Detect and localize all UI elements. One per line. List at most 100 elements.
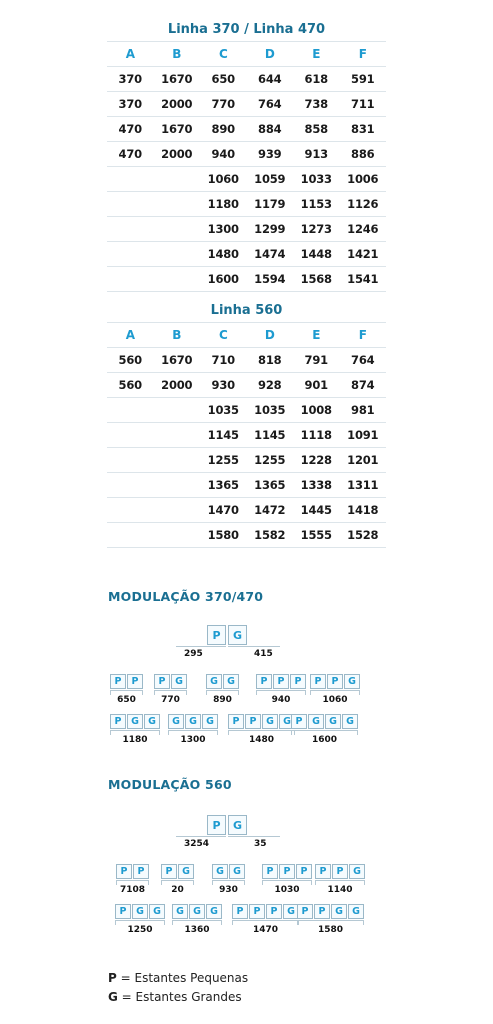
- table-cell: 1300: [207, 222, 239, 236]
- table-cell: 1255: [254, 453, 286, 467]
- module-width-label: 1140: [327, 885, 353, 895]
- column-header: C: [218, 328, 228, 342]
- table-cell: 1555: [300, 528, 332, 542]
- table-cell: 1145: [254, 428, 286, 442]
- table-cell: 981: [351, 403, 375, 417]
- table-cell: 858: [304, 122, 329, 136]
- table-cell: 618: [304, 72, 329, 86]
- table-cell: 711: [351, 97, 375, 111]
- module-width-label: 1060: [322, 695, 348, 705]
- module-base: [115, 920, 165, 925]
- column-header: C: [218, 47, 228, 61]
- module-width-label: 940: [271, 695, 291, 705]
- dimension-line: [228, 836, 280, 837]
- table-cell: 1246: [347, 222, 379, 236]
- dimension-line: [176, 836, 226, 837]
- table-cell: 1365: [254, 478, 286, 492]
- table-cell: 2000: [161, 147, 193, 161]
- table-cell: 1582: [254, 528, 286, 542]
- small-shelf-box: P: [332, 864, 348, 879]
- small-shelf-box: P: [161, 864, 177, 879]
- table-cell: 940: [211, 147, 236, 161]
- table-cell: 2000: [161, 378, 193, 392]
- module-width-label: 1360: [184, 925, 210, 935]
- small-shelf-box: P: [116, 864, 132, 879]
- small-shelf-box: P: [256, 674, 272, 689]
- small-shelf-box: P: [266, 904, 282, 919]
- module-base: [297, 920, 364, 925]
- section-title-mod-560: MODULAÇÃO 560: [108, 777, 232, 792]
- large-shelf-box: G: [348, 904, 364, 919]
- table-cell: 470: [118, 147, 143, 161]
- table-cell: 1180: [207, 197, 239, 211]
- large-shelf-box: G: [308, 714, 324, 729]
- large-shelf-box: G: [344, 674, 360, 689]
- large-shelf-box: G: [127, 714, 143, 729]
- module-width-label: 1600: [311, 735, 338, 745]
- large-shelf-box: G: [206, 674, 222, 689]
- module-base: [206, 690, 239, 695]
- small-shelf-box: P: [279, 864, 295, 879]
- table-cell: 1153: [300, 197, 332, 211]
- large-shelf-box: G: [171, 674, 187, 689]
- table-cell: 764: [258, 97, 282, 111]
- table-cell: 1594: [254, 272, 286, 286]
- small-shelf-box: P: [228, 714, 244, 729]
- table-title: Linha 370 / Linha 470: [107, 17, 386, 42]
- table-cell: 1035: [254, 403, 286, 417]
- legend-g-text: = Estantes Grandes: [117, 990, 242, 1004]
- large-shelf-box: G: [212, 864, 228, 879]
- dimension-label-left: 3254: [184, 839, 210, 849]
- table-cell: 738: [304, 97, 329, 111]
- table-cell: 913: [304, 147, 329, 161]
- large-shelf-box: G: [172, 904, 188, 919]
- table-cell: 791: [304, 353, 329, 367]
- legend-g-key: G: [108, 990, 118, 1004]
- large-shelf-box: G: [202, 714, 218, 729]
- small-shelf-box: P: [207, 625, 226, 645]
- column-header: A: [125, 328, 135, 342]
- module-base: [228, 730, 295, 735]
- table-cell: 1528: [347, 528, 379, 542]
- module-base: [256, 690, 306, 695]
- module-base: [310, 690, 360, 695]
- table-cell: 1008: [300, 403, 332, 417]
- small-shelf-box: P: [110, 674, 126, 689]
- module-width-label: 770: [161, 695, 180, 705]
- module-base: [212, 880, 245, 885]
- module-width-label: 930: [219, 885, 238, 895]
- small-shelf-box: P: [245, 714, 261, 729]
- column-header: B: [172, 328, 182, 342]
- module-base: [262, 880, 312, 885]
- table-cell: 1418: [347, 503, 379, 517]
- small-shelf-box: P: [133, 864, 149, 879]
- table-cell: 591: [351, 72, 375, 86]
- module-base: [315, 880, 365, 885]
- table-cell: 2000: [161, 97, 193, 111]
- table-cell: 1033: [300, 172, 332, 186]
- table-cell: 1670: [161, 122, 193, 136]
- table-title: Linha 560: [107, 298, 386, 323]
- table-cell: 1338: [300, 478, 332, 492]
- small-shelf-box: P: [296, 864, 312, 879]
- table-cell: 1145: [207, 428, 239, 442]
- column-header: F: [358, 328, 367, 342]
- module-width-label: 650: [117, 695, 136, 705]
- table-cell: 1600: [207, 272, 239, 286]
- table-cell: 1445: [300, 503, 332, 517]
- column-header: F: [358, 47, 367, 61]
- table-cell: 1670: [161, 72, 193, 86]
